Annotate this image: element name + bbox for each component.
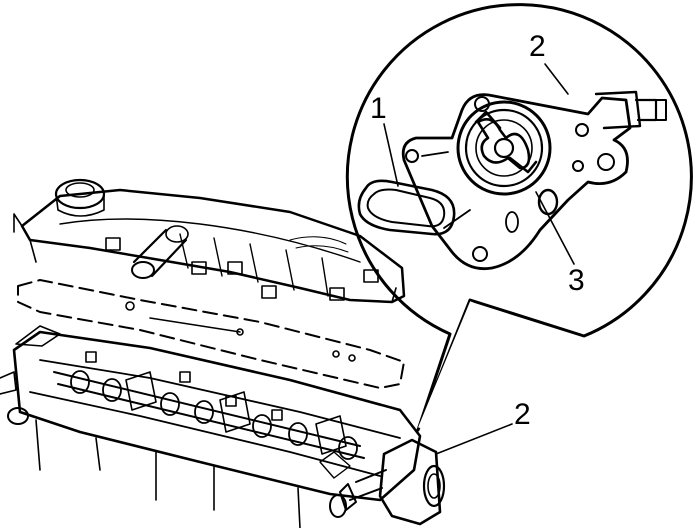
cover-gasket: [17, 279, 405, 389]
callout-2-detail: 2: [529, 30, 546, 63]
callout-3-coupling: 3: [568, 264, 585, 297]
drive-coupling: [474, 110, 538, 174]
callout-1-seal: 1: [370, 92, 387, 125]
leader-lines: [383, 63, 575, 455]
pump-seal: [357, 179, 456, 236]
bolt-hole: [597, 153, 615, 171]
bolt-hole: [472, 246, 488, 262]
valve-cover: [13, 178, 406, 304]
vacuum-pump-on-engine: [329, 438, 446, 526]
cylinder-head: [0, 325, 422, 528]
breather-pipe: [131, 225, 189, 279]
callout-2-engine: 2: [514, 398, 531, 431]
bolt-hole: [572, 160, 584, 172]
rotor-housing: [456, 100, 552, 196]
camshaft: [53, 370, 365, 460]
bolt-hole: [405, 149, 419, 163]
oil-filler-cap: [54, 178, 106, 217]
vacuum-pump-detail: [357, 90, 667, 271]
bolt-hole: [575, 123, 589, 137]
detail-magnifier: [345, 3, 693, 432]
pump-outlet-pipe: [594, 90, 667, 130]
